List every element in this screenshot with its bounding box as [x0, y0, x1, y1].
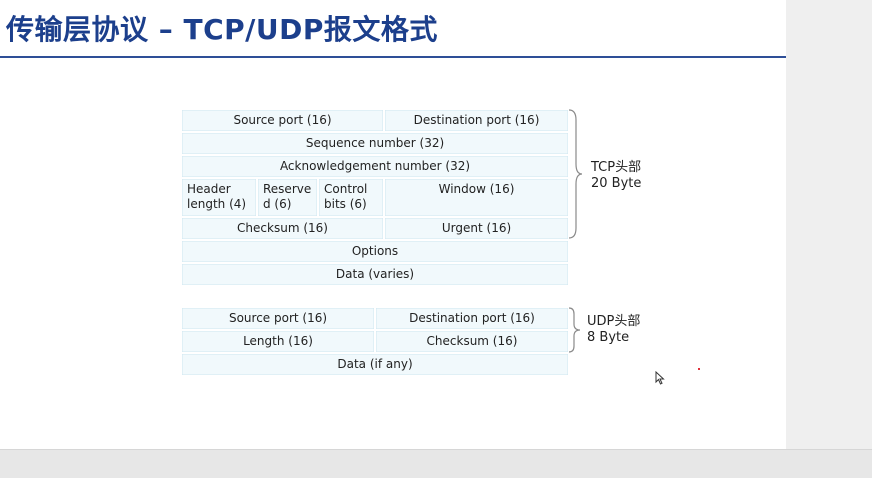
- slide-canvas: 传输层协议 – TCP/UDP报文格式 Source port (16) Des…: [0, 13, 786, 385]
- tcp-header-size-label: TCP头部 20 Byte: [591, 160, 641, 192]
- tcp-header-length-cell: Header length (4): [180, 177, 258, 218]
- tcp-window-cell: Window (16): [383, 177, 571, 218]
- tcp-header-label-size: 20 Byte: [591, 176, 642, 191]
- slide-title: 传输层协议 – TCP/UDP报文格式: [6, 13, 438, 46]
- udp-header-label-title: UDP头部: [587, 314, 641, 329]
- tcp-sequence-number-cell: Sequence number (32): [179, 131, 571, 156]
- tcp-row-checksum: Checksum (16) Urgent (16): [179, 216, 571, 241]
- udp-header-size-label: UDP头部 8 Byte: [587, 314, 640, 346]
- udp-header-table: Source port (16) Destination port (16) L…: [180, 306, 570, 377]
- title-underline: [0, 56, 786, 58]
- udp-row-ports: Source port (16) Destination port (16): [180, 306, 570, 331]
- udp-row-data: Data (if any): [180, 352, 570, 377]
- tcp-row-flags: Header length (4) Reserve d (6) Control …: [180, 177, 571, 218]
- tcp-source-port-cell: Source port (16): [179, 108, 386, 133]
- tcp-row-options: Options: [179, 239, 571, 264]
- tcp-header-brace: [568, 109, 583, 239]
- bottom-scroll-area[interactable]: [0, 449, 872, 478]
- udp-length-cell: Length (16): [180, 329, 376, 354]
- tcp-options-cell: Options: [179, 239, 571, 264]
- tcp-row-data: Data (varies): [179, 262, 571, 287]
- udp-checksum-cell: Checksum (16): [374, 329, 570, 354]
- udp-header-label-size: 8 Byte: [587, 330, 630, 345]
- tcp-control-bits-cell: Control bits (6): [316, 177, 386, 218]
- tcp-header-table: Source port (16) Destination port (16) S…: [179, 108, 571, 287]
- tcp-row-ack: Acknowledgement number (32): [179, 154, 571, 179]
- udp-data-cell: Data (if any): [180, 352, 570, 377]
- tcp-data-cell: Data (varies): [179, 262, 571, 287]
- tcp-row-sequence: Sequence number (32): [179, 131, 571, 156]
- tcp-urgent-cell: Urgent (16): [383, 216, 571, 241]
- udp-source-port-cell: Source port (16): [180, 306, 376, 331]
- side-panel: [786, 0, 872, 460]
- udp-destination-port-cell: Destination port (16): [374, 306, 570, 331]
- laser-dot: [698, 368, 700, 370]
- tcp-row-ports: Source port (16) Destination port (16): [179, 108, 571, 133]
- tcp-checksum-cell: Checksum (16): [179, 216, 386, 241]
- tcp-destination-port-cell: Destination port (16): [383, 108, 571, 133]
- udp-header-brace: [568, 307, 581, 353]
- mouse-pointer-icon: [655, 371, 665, 385]
- tcp-ack-number-cell: Acknowledgement number (32): [179, 154, 571, 179]
- tcp-header-label-title: TCP头部: [591, 160, 642, 175]
- udp-row-length: Length (16) Checksum (16): [180, 329, 570, 354]
- tcp-reserved-cell: Reserve d (6): [256, 177, 319, 218]
